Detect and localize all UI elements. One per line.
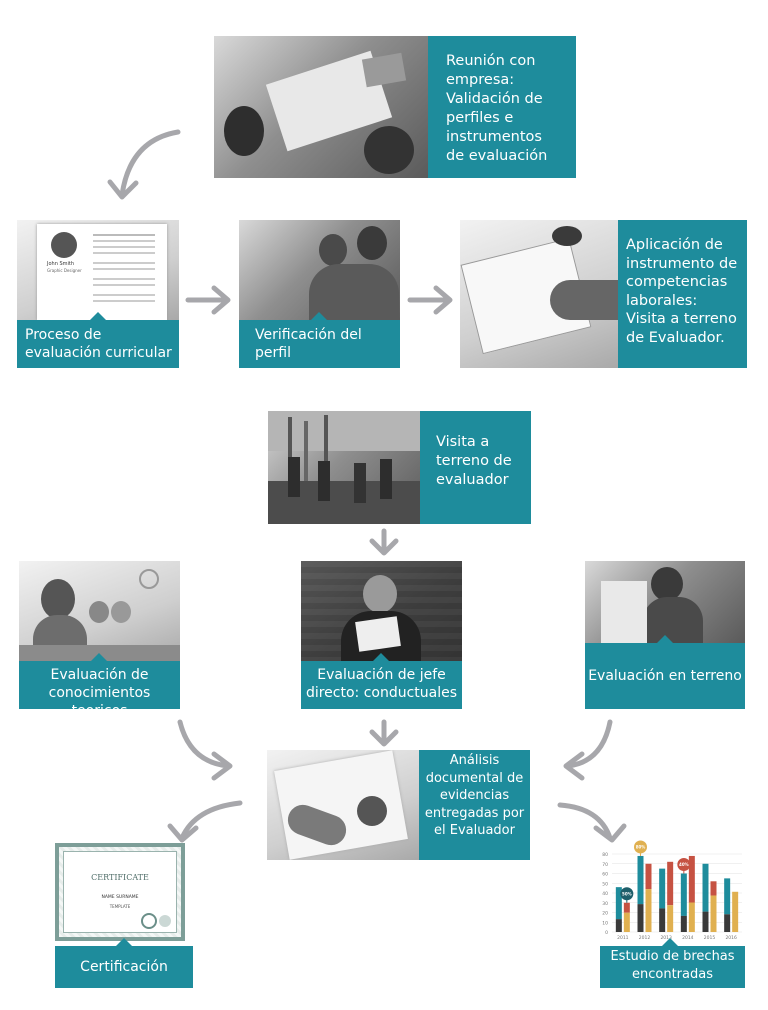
label-eval-terreno-text: Evaluación en terreno xyxy=(588,668,742,684)
bar-base xyxy=(615,919,622,932)
bar-top xyxy=(645,863,652,890)
label-estudio: Estudio de brechas encontradas xyxy=(600,946,745,988)
bar-base xyxy=(702,911,709,932)
bar-top xyxy=(688,855,695,903)
seal-icon xyxy=(141,913,157,929)
label-eval-jefe: Evaluación de jefe directo: conductuales xyxy=(301,661,462,709)
team-photo xyxy=(239,220,400,320)
bar-base xyxy=(623,912,630,932)
cv-role: Graphic Designer xyxy=(47,268,82,273)
label-certificacion: Certificación xyxy=(55,946,193,988)
bar-top xyxy=(623,902,630,913)
students-photo xyxy=(19,561,180,661)
bar-top xyxy=(667,861,674,906)
notch-certificacion xyxy=(116,938,132,946)
notch-eval-terreno xyxy=(657,635,673,643)
bar-base xyxy=(659,908,666,932)
node-proceso: John Smith Graphic Designer Proceso de e… xyxy=(17,220,179,368)
field-visit-photo xyxy=(268,411,420,524)
bar-base xyxy=(680,915,687,932)
value-badge-label: 50% xyxy=(622,891,632,896)
analysis-photo xyxy=(267,750,419,860)
manager-photo xyxy=(301,561,462,661)
arrow-analisis-certificacion xyxy=(179,800,243,841)
x-tick-label: 2012 xyxy=(639,935,651,941)
cv-name: John Smith xyxy=(47,261,75,267)
bar-base xyxy=(688,902,695,932)
worker-photo xyxy=(585,561,745,643)
bar-top xyxy=(724,878,731,915)
bar-top xyxy=(659,868,666,909)
y-tick-label: 20 xyxy=(602,911,608,917)
bar-base xyxy=(732,891,739,932)
value-badge xyxy=(634,840,647,854)
label-reunion: Reunión con empresa: Validación de perfi… xyxy=(428,36,576,178)
y-tick-label: 70 xyxy=(602,862,608,868)
bar-base xyxy=(710,895,717,932)
value-badge xyxy=(620,887,634,901)
y-tick-label: 60 xyxy=(602,872,608,878)
bar-top xyxy=(680,873,687,916)
node-analisis: Análisis documental de evidencias entreg… xyxy=(267,750,530,860)
label-visita: Visita a terreno de evaluador xyxy=(420,411,531,524)
x-tick-label: 2011 xyxy=(617,935,629,941)
certificate-sub: TEMPLATE xyxy=(109,904,131,909)
label-certificacion-text: Certificación xyxy=(80,959,168,975)
x-tick-label: 2014 xyxy=(682,935,694,941)
bar-base xyxy=(667,905,674,932)
notch-verificacion xyxy=(311,312,327,320)
node-eval-terreno: Evaluación en terreno xyxy=(585,561,745,709)
x-tick-label: 2016 xyxy=(725,935,737,941)
node-reunion: Reunión con empresa: Validación de perfi… xyxy=(214,36,576,178)
node-eval-jefe: Evaluación de jefe directo: conductuales xyxy=(301,561,462,709)
arrow-terreno-analisis xyxy=(565,719,613,769)
arrow-reunion-proceso xyxy=(119,129,181,198)
y-tick-label: 10 xyxy=(602,920,608,926)
y-tick-label: 80 xyxy=(602,852,608,858)
cv-photo: John Smith Graphic Designer xyxy=(17,220,179,320)
meeting-photo xyxy=(214,36,430,178)
node-aplicacion: Aplicación de instrumento de competencia… xyxy=(460,220,747,368)
bar-top xyxy=(710,881,717,896)
node-eval-teoricos: Evaluación de conocimientos teoricos xyxy=(19,561,180,719)
node-certificacion: CERTIFICATE NAME SURNAME TEMPLATE Certif… xyxy=(55,843,193,988)
bar-top xyxy=(702,863,709,912)
bar-top xyxy=(637,855,644,905)
label-eval-terreno: Evaluación en terreno xyxy=(585,643,745,709)
value-badge-label: 80% xyxy=(636,844,646,849)
certificate-title: CERTIFICATE xyxy=(91,873,149,882)
certificate-name: NAME SURNAME xyxy=(101,895,139,900)
y-tick-label: 0 xyxy=(605,930,608,936)
notch-eval-teoricos xyxy=(91,653,107,661)
label-analisis: Análisis documental de evidencias entreg… xyxy=(419,750,530,860)
notch-proceso xyxy=(90,312,106,320)
value-badge xyxy=(677,858,691,871)
bar-base xyxy=(637,904,644,932)
value-badge-label: 40% xyxy=(679,862,689,867)
notch-estudio xyxy=(662,938,678,946)
document-photo xyxy=(460,220,618,368)
avatar-icon xyxy=(51,232,77,258)
bar-top xyxy=(615,887,622,920)
arrow-analisis-estudio xyxy=(557,802,613,841)
label-aplicacion: Aplicación de instrumento de competencia… xyxy=(618,220,747,368)
notch-eval-jefe xyxy=(373,653,389,661)
bar-base xyxy=(645,889,652,932)
label-proceso: Proceso de evaluación curricular xyxy=(17,320,179,368)
arrow-teoricos-analisis xyxy=(177,719,231,769)
y-tick-label: 50 xyxy=(602,881,608,887)
y-tick-label: 40 xyxy=(602,891,608,897)
bar-base xyxy=(724,914,731,932)
certificate-image: CERTIFICATE NAME SURNAME TEMPLATE xyxy=(55,843,193,946)
label-verificacion: Verificación del perfil xyxy=(239,320,400,368)
node-visita: Visita a terreno de evaluador xyxy=(268,411,531,524)
node-verificacion: Verificación del perfil xyxy=(239,220,400,368)
label-eval-teoricos: Evaluación de conocimientos teoricos xyxy=(19,661,180,719)
y-tick-label: 30 xyxy=(602,901,608,907)
x-tick-label: 2015 xyxy=(704,935,716,941)
